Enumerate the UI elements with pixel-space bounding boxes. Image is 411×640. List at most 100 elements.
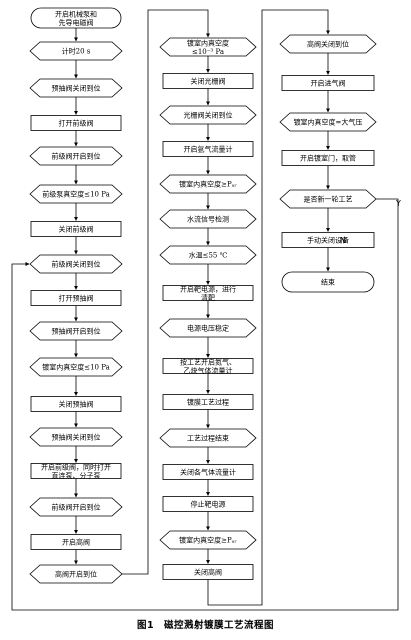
decision-hexagon xyxy=(29,564,123,584)
node-label: 打开前级阀 xyxy=(59,119,94,128)
node-label: 关闭预抽阀 xyxy=(59,400,94,409)
decision-hexagon xyxy=(29,497,123,517)
node-label: 高阀关闭到位 xyxy=(307,40,349,49)
node-label: 先导电磁阀 xyxy=(59,18,94,27)
node-label: 预抽阀关闭到位 xyxy=(52,433,101,442)
node-label: 乙炔气体流量计 xyxy=(184,366,233,375)
process-box xyxy=(281,150,375,166)
flow-node-decision: 镀室内真空度≤10 Pa xyxy=(29,357,123,377)
process-box xyxy=(30,534,122,550)
flow-node-process: 手动关闭设备 xyxy=(281,232,375,248)
node-label: 预抽阀开启到位 xyxy=(52,327,101,336)
decision-hexagon xyxy=(29,184,123,204)
node-label: 电源电压稳定 xyxy=(187,324,229,333)
flow-node-process: 打开预抽阀 xyxy=(30,290,122,306)
flow-node-decision: 是否新一轮工艺 xyxy=(279,189,377,209)
node-label: 镀室内真空度 xyxy=(187,38,229,47)
flow-node-decision: 工艺过程结束 xyxy=(159,428,257,448)
flow-node-decision: 高阀关闭到位 xyxy=(279,34,377,54)
branch-label-yes: Y xyxy=(395,199,401,208)
node-label: 关闭高阀 xyxy=(194,568,222,577)
process-box xyxy=(30,115,122,131)
flow-node-decision: 预抽阀关闭到位 xyxy=(29,78,123,98)
process-box xyxy=(30,221,122,237)
terminal-capsule xyxy=(281,271,375,293)
flow-arrow xyxy=(207,9,330,606)
decision-hexagon xyxy=(159,209,257,229)
flow-node-decision: 光栅阀关闭到位 xyxy=(159,105,257,125)
process-box xyxy=(162,564,254,580)
flow-node-decision: 镀室内真空度≥Pₐᵣ xyxy=(159,530,257,550)
node-label: 按工艺开启氮气、 xyxy=(180,357,236,366)
node-label: 停止靶电源 xyxy=(191,500,226,509)
node-label: 水流信号检测 xyxy=(187,215,229,224)
node-label: 是否新一轮工艺 xyxy=(304,195,353,204)
node-label: 水温≤55 ℃ xyxy=(189,251,228,260)
flow-node-decision: 镀室内真空度=大气压 xyxy=(279,112,377,132)
flow-arrow xyxy=(11,198,399,611)
node-label: 关闭各气体流量计 xyxy=(180,468,236,477)
flow-node-terminal: 结束 xyxy=(281,271,375,293)
node-label: 前级阀关闭到位 xyxy=(52,260,101,269)
node-label: 开启进气阀 xyxy=(311,79,346,88)
flow-node-process: 开启高阀 xyxy=(30,534,122,550)
flow-node-decision: 镀室内真空度≤10⁻³ Pa xyxy=(159,37,257,57)
node-label: 开启靶电源，进行 xyxy=(180,284,236,293)
flow-node-process: 关闭各气体流量计 xyxy=(162,464,254,480)
branch-label-no: N xyxy=(340,236,346,245)
decision-hexagon xyxy=(29,254,123,274)
node-label: 镀室内真空度≥Pₐᵣ xyxy=(179,180,237,189)
process-box xyxy=(162,464,254,480)
process-box xyxy=(162,73,254,89)
process-box xyxy=(30,396,122,412)
figure-caption: 图1 磁控溅射镀膜工艺流程图 xyxy=(136,620,275,631)
flow-node-process: 关闭前级阀 xyxy=(30,221,122,237)
node-label: 开启氩气流量计 xyxy=(184,145,233,154)
node-label: 前级阀开启到位 xyxy=(52,503,101,512)
decision-hexagon xyxy=(29,146,123,166)
node-label: 关闭前级阀 xyxy=(59,225,94,234)
flow-node-process: 按工艺开启氮气、乙炔气体流量计 xyxy=(162,357,254,375)
flow-node-process: 开启进气阀 xyxy=(281,75,375,91)
node-label: 镀膜工艺过程 xyxy=(187,398,229,407)
flow-arrow xyxy=(122,9,210,575)
decision-hexagon xyxy=(29,41,123,61)
decision-hexagon xyxy=(159,245,257,265)
flow-node-decision: 前级阀关闭到位 xyxy=(29,254,123,274)
flow-node-decision: 计时20 s xyxy=(29,41,123,61)
decision-hexagon xyxy=(159,428,257,448)
node-label: 工艺过程结束 xyxy=(187,434,229,443)
process-box xyxy=(281,75,375,91)
node-label: 清靶 xyxy=(201,293,215,302)
terminal-capsule xyxy=(30,7,122,29)
node-label: 计时20 s xyxy=(62,47,91,56)
node-label: 高阀开启到位 xyxy=(55,570,97,579)
node-label: 关闭光栅阀 xyxy=(191,77,226,86)
node-label: 开启高阀 xyxy=(62,538,90,547)
flow-node-decision: 电源电压稳定 xyxy=(159,318,257,338)
flow-node-decision: 高阀开启到位 xyxy=(29,564,123,584)
node-label: 镀室内真空度=大气压 xyxy=(294,118,363,127)
flow-node-decision: 水温≤55 ℃ xyxy=(159,245,257,265)
flow-node-decision: 水流信号检测 xyxy=(159,209,257,229)
flow-node-decision: 前级泵真空度≤10 Pa xyxy=(29,184,123,204)
process-box xyxy=(162,496,254,512)
flow-node-process: 开启镀室门，取管 xyxy=(281,150,375,166)
flow-node-process: 打开前级阀 xyxy=(30,115,122,131)
process-box xyxy=(162,285,254,301)
node-label: 光栅阀关闭到位 xyxy=(184,111,233,120)
flow-node-decision: 预抽阀开启到位 xyxy=(29,321,123,341)
flow-connectors xyxy=(11,9,399,611)
node-label: ≤10⁻³ Pa xyxy=(192,48,224,56)
flow-node-process: 关闭高阀 xyxy=(162,564,254,580)
flow-node-process: 停止靶电源 xyxy=(162,496,254,512)
flow-node-decision: 前级阀开启到位 xyxy=(29,497,123,517)
decision-hexagon xyxy=(159,530,257,550)
decision-hexagon xyxy=(159,105,257,125)
decision-hexagon xyxy=(279,189,377,209)
process-box xyxy=(281,232,375,248)
node-label: 结束 xyxy=(321,278,335,287)
process-box xyxy=(162,358,254,374)
